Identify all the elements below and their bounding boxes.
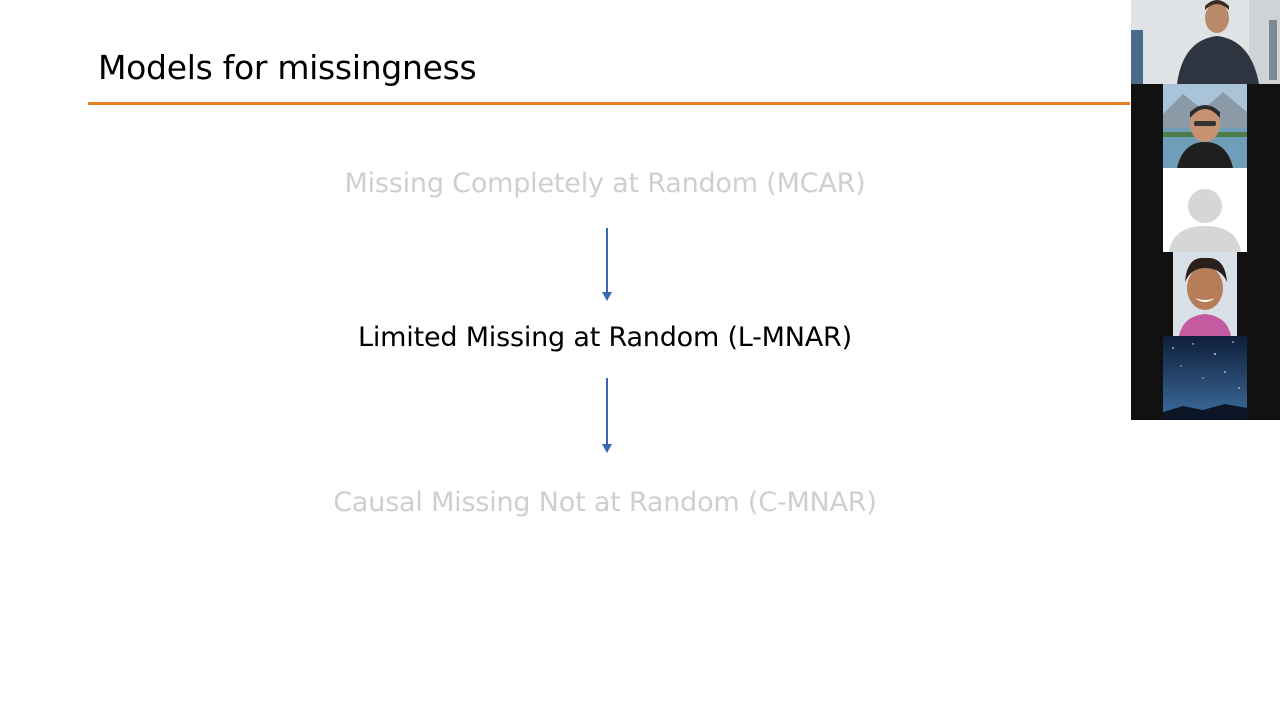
starry-sky-video [1163, 336, 1247, 420]
down-arrow-icon [602, 228, 612, 301]
down-arrow-icon [602, 378, 612, 453]
model-mcar: Missing Completely at Random (MCAR) [344, 168, 866, 199]
participant-video [1163, 84, 1247, 168]
video-tile-participant[interactable] [1163, 336, 1247, 420]
person-silhouette-icon [1163, 168, 1247, 252]
video-tile-presenter[interactable] [1131, 0, 1280, 84]
video-tile-participant[interactable] [1163, 168, 1247, 252]
slide-title: Models for missingness [98, 48, 477, 87]
video-tile-participant[interactable] [1173, 252, 1237, 336]
participant-video [1173, 252, 1237, 336]
model-cmnar: Causal Missing Not at Random (C-MNAR) [333, 487, 877, 518]
model-lmnar: Limited Missing at Random (L-MNAR) [358, 322, 852, 353]
title-underline [88, 102, 1130, 105]
presenter-video [1131, 0, 1280, 84]
participant-video-strip [1131, 0, 1280, 420]
video-tile-participant[interactable] [1163, 84, 1247, 168]
